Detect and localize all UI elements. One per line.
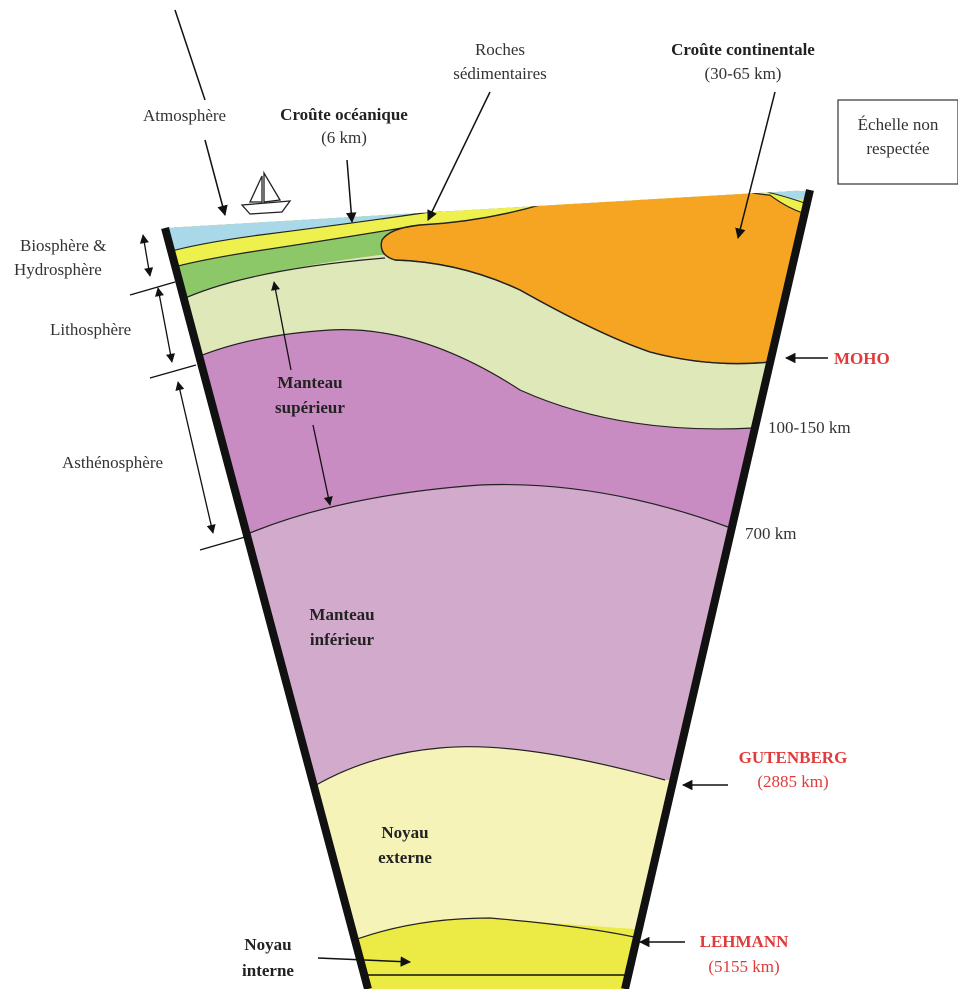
lehmann-depth: (5155 km) — [708, 957, 779, 976]
lower-mantle-label-2: inférieur — [310, 630, 375, 649]
sedimentary-rocks-arrow — [428, 92, 490, 220]
gutenberg-label: GUTENBERG — [739, 748, 848, 767]
biosphere-bracket — [143, 235, 150, 276]
gutenberg-depth: (2885 km) — [757, 772, 828, 791]
scale-note-line-1: Échelle non — [858, 115, 939, 134]
oceanic-crust-thickness: (6 km) — [321, 128, 367, 147]
sedimentary-rocks-label-2: sédimentaires — [453, 64, 546, 83]
atmosphere-arrow — [205, 140, 225, 215]
lower-mantle-label-1: Manteau — [309, 605, 374, 624]
atmosphere-label: Atmosphère — [143, 106, 226, 125]
boat-icon — [242, 173, 290, 214]
asthenosphere-label: Asthénosphère — [62, 453, 163, 472]
incoming-arrow-line — [175, 10, 205, 100]
biosphere-tick — [130, 282, 175, 295]
continental-crust-thickness: (30-65 km) — [705, 64, 782, 83]
outer-core-label-1: Noyau — [381, 823, 428, 842]
outer-core-label-2: externe — [378, 848, 432, 867]
sedimentary-rocks-label-1: Roches — [475, 40, 525, 59]
inner-core-label-1: Noyau — [244, 935, 291, 954]
oceanic-crust-title: Croûte océanique — [280, 105, 408, 124]
depth-700-label: 700 km — [745, 524, 796, 543]
oceanic-crust-arrow — [347, 160, 352, 222]
moho-label: MOHO — [834, 349, 890, 368]
biosphere-label-1: Biosphère & — [20, 236, 106, 255]
lithosphere-bracket — [158, 288, 172, 362]
scale-note-line-2: respectée — [866, 139, 929, 158]
inner-core-label-2: interne — [242, 961, 294, 980]
asthenosphere-tick — [200, 537, 245, 550]
continental-crust-title: Croûte continentale — [671, 40, 815, 59]
upper-mantle-label-1: Manteau — [277, 373, 342, 392]
upper-mantle-label-2: supérieur — [275, 398, 345, 417]
biosphere-label-2: Hydrosphère — [14, 260, 102, 279]
depth-100-150-label: 100-150 km — [768, 418, 851, 437]
lithosphere-label: Lithosphère — [50, 320, 131, 339]
lehmann-label: LEHMANN — [700, 932, 790, 951]
lithosphere-tick — [150, 365, 196, 378]
asthenosphere-bracket — [178, 382, 213, 533]
